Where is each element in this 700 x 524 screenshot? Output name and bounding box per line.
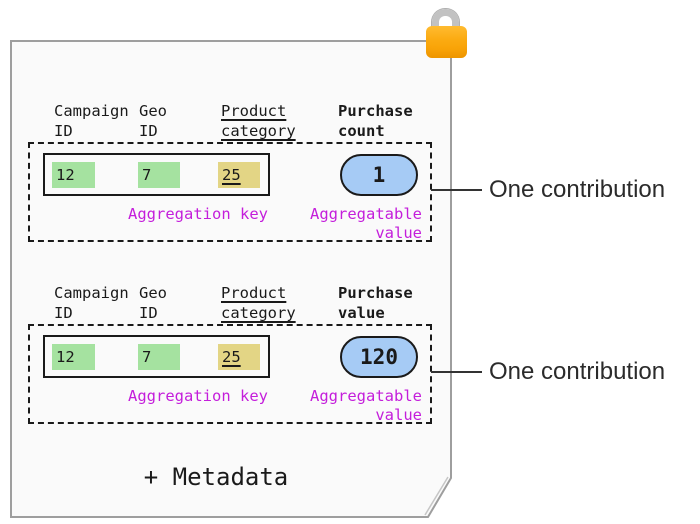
contribution-section-count: Campaign ID Geo ID Product category Purc… xyxy=(0,101,700,253)
column-header-purchase-count: Purchase count xyxy=(338,102,413,140)
aggregatable-value-label: Aggregatable value xyxy=(310,387,422,424)
key-cell-campaign-id: 12 xyxy=(52,162,95,188)
lock-body xyxy=(426,26,467,58)
column-header-product-category: Product category xyxy=(221,102,296,140)
connector-line xyxy=(431,189,482,191)
column-header-purchase-value: Purchase value xyxy=(338,284,413,322)
aggregatable-value-pill: 120 xyxy=(340,336,418,378)
one-contribution-label: One contribution xyxy=(489,176,666,203)
aggregation-key-box xyxy=(43,153,270,196)
column-header-product-category: Product category xyxy=(221,284,296,322)
one-contribution-label: One contribution xyxy=(489,358,666,385)
paper-fold-line xyxy=(424,476,449,516)
contribution-section-value: Campaign ID Geo ID Product category Purc… xyxy=(0,283,700,435)
aggregatable-value-pill: 1 xyxy=(340,154,418,196)
aggregation-key-label: Aggregation key xyxy=(128,387,268,405)
column-header-campaign-id: Campaign ID xyxy=(54,284,129,322)
metadata-label: + Metadata xyxy=(143,463,289,491)
paper-outline xyxy=(10,40,452,518)
column-header-campaign-id: Campaign ID xyxy=(54,102,129,140)
contribution-dashed-box xyxy=(28,324,432,424)
key-cell-geo-id: 7 xyxy=(138,344,180,370)
aggregation-key-box xyxy=(43,335,270,378)
connector-line xyxy=(431,371,482,373)
aggregatable-value-label: Aggregatable value xyxy=(310,205,422,242)
contribution-dashed-box xyxy=(28,142,432,242)
aggregation-key-label: Aggregation key xyxy=(128,205,268,223)
key-cell-product-category: 25 xyxy=(218,162,260,188)
key-cell-geo-id: 7 xyxy=(138,162,180,188)
key-cell-product-category: 25 xyxy=(218,344,260,370)
column-header-geo-id: Geo ID xyxy=(139,284,167,322)
column-header-geo-id: Geo ID xyxy=(139,102,167,140)
lock-shackle xyxy=(432,9,459,33)
key-cell-campaign-id: 12 xyxy=(52,344,95,370)
